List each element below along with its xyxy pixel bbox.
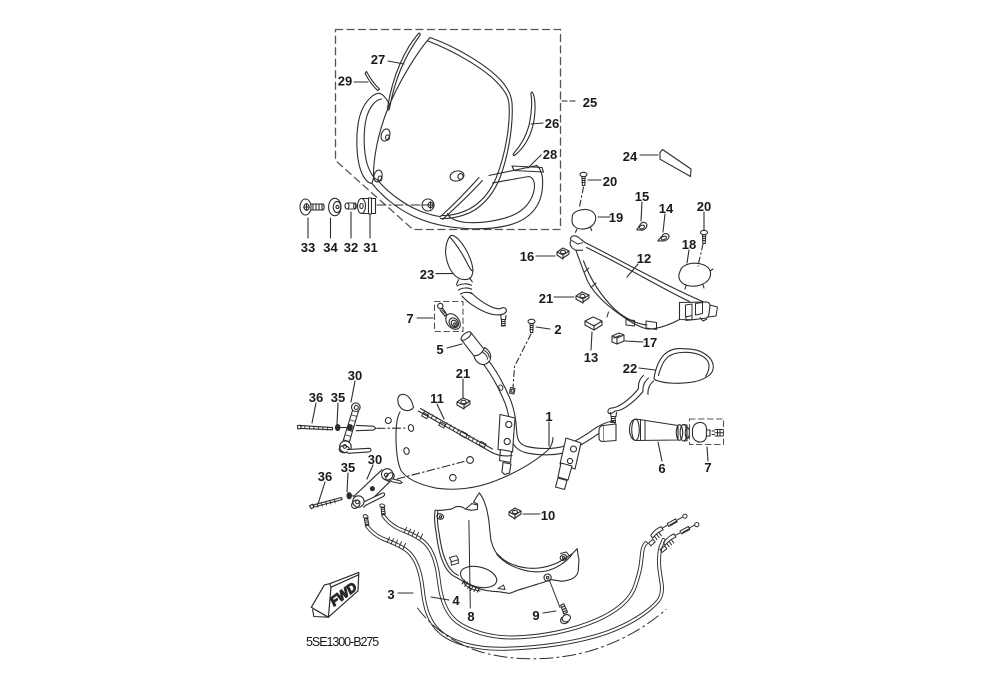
svg-text:12: 12: [637, 251, 651, 266]
svg-text:20: 20: [697, 199, 711, 214]
svg-text:3: 3: [387, 587, 394, 602]
svg-text:9: 9: [532, 608, 539, 623]
svg-text:18: 18: [682, 237, 696, 252]
svg-text:28: 28: [543, 147, 557, 162]
svg-text:31: 31: [363, 240, 377, 255]
svg-text:36: 36: [309, 390, 323, 405]
svg-text:15: 15: [635, 189, 649, 204]
svg-text:2: 2: [554, 322, 561, 337]
svg-text:11: 11: [430, 391, 444, 406]
svg-text:20: 20: [603, 174, 617, 189]
svg-text:19: 19: [609, 210, 623, 225]
svg-text:30: 30: [348, 368, 362, 383]
svg-text:32: 32: [344, 240, 358, 255]
svg-text:5SE1300-B275: 5SE1300-B275: [306, 635, 379, 649]
svg-text:1: 1: [545, 409, 552, 424]
svg-text:35: 35: [341, 460, 355, 475]
svg-text:36: 36: [318, 469, 332, 484]
svg-text:14: 14: [659, 201, 674, 216]
svg-text:22: 22: [623, 361, 637, 376]
svg-text:7: 7: [406, 311, 413, 326]
svg-text:26: 26: [545, 116, 559, 131]
svg-text:7: 7: [704, 460, 711, 475]
svg-text:27: 27: [371, 52, 385, 67]
svg-text:29: 29: [338, 74, 352, 89]
svg-text:4: 4: [452, 593, 460, 608]
svg-text:33: 33: [301, 240, 315, 255]
svg-text:10: 10: [541, 508, 555, 523]
svg-text:30: 30: [368, 452, 382, 467]
svg-text:23: 23: [420, 267, 434, 282]
svg-text:13: 13: [584, 350, 598, 365]
svg-text:24: 24: [623, 149, 638, 164]
svg-text:25: 25: [583, 95, 597, 110]
svg-text:16: 16: [520, 249, 534, 264]
svg-text:35: 35: [331, 390, 345, 405]
svg-text:8: 8: [467, 609, 474, 624]
svg-text:17: 17: [643, 335, 657, 350]
svg-text:5: 5: [436, 342, 443, 357]
svg-text:21: 21: [539, 291, 553, 306]
svg-text:21: 21: [456, 366, 470, 381]
svg-text:34: 34: [323, 240, 338, 255]
svg-text:6: 6: [658, 461, 665, 476]
